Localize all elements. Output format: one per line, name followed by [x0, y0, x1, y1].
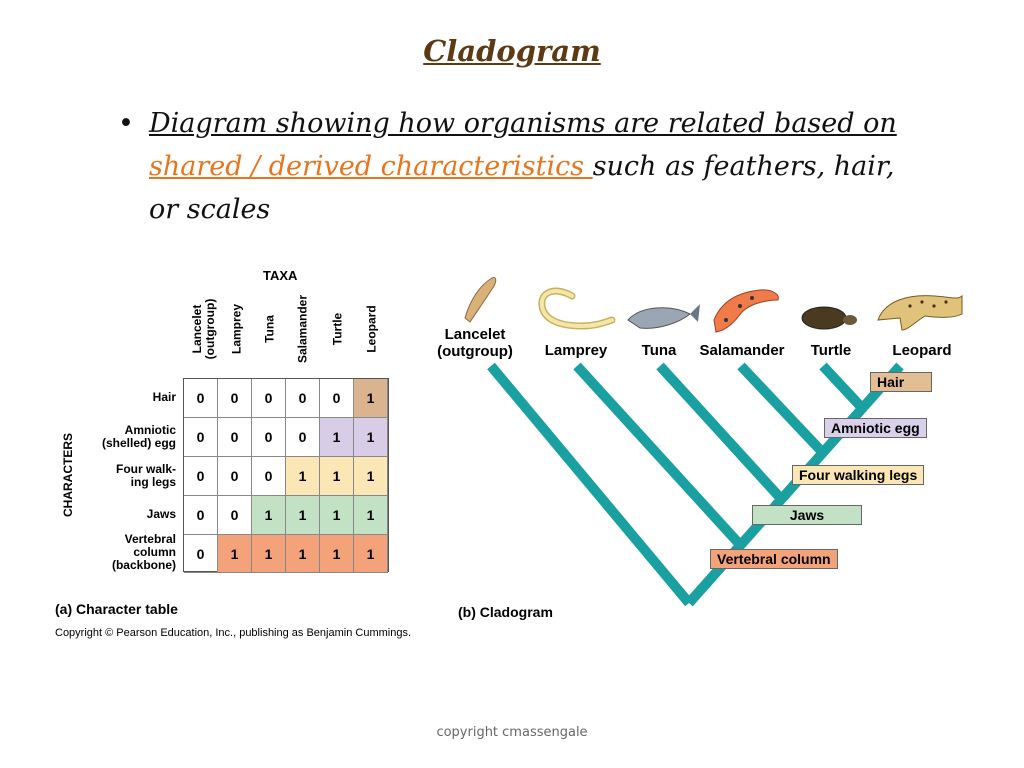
table-taxon-turtle: Turtle [322, 288, 354, 370]
lancelet-icon [464, 277, 497, 323]
salamander-icon [713, 289, 779, 333]
clad-taxon-lancelet: Lancelet(outgroup) [437, 326, 513, 360]
bullet-text-part3: such as feathers, hair, or scales [149, 151, 895, 225]
row-label-jaws: Jaws [70, 495, 176, 534]
row-label-four-legs: Four walk-ing legs [70, 456, 176, 495]
table-cell: 0 [252, 379, 286, 418]
clade-line-salamander [737, 362, 829, 459]
clade-line-lamprey [573, 362, 747, 552]
slide-title: Cladogram [423, 34, 601, 68]
table-cell: 0 [218, 496, 252, 535]
table-cell: 1 [252, 535, 286, 573]
row-label-text: Amniotic(shelled) egg [101, 422, 176, 450]
clade-line-turtle [819, 362, 868, 414]
trait-hair: Hair [870, 372, 932, 392]
clade-line-tuna [656, 362, 788, 506]
table-cell: 0 [184, 535, 218, 573]
table-caption: (a) Character table [55, 601, 178, 617]
table-cell: 0 [184, 379, 218, 418]
table-cell: 0 [218, 379, 252, 418]
trait-jaws: Jaws [752, 505, 862, 525]
clad-taxon-leopard: Leopard [892, 342, 952, 359]
table-taxon-label: Salamander [295, 294, 310, 364]
table-taxon-label: Leopard [364, 305, 379, 353]
bullet-dot: • [118, 108, 134, 139]
trait-four-walking-legs: Four walking legs [792, 465, 925, 485]
row-label-hair: Hair [70, 378, 176, 417]
table-cell: 0 [184, 418, 218, 457]
table-cell: 0 [184, 496, 218, 535]
cladogram-caption: (b) Cladogram [458, 604, 553, 620]
clad-taxon-turtle: Turtle [810, 342, 852, 359]
trait-amniotic-egg: Amniotic egg [824, 418, 927, 438]
clad-taxon-lamprey: Lamprey [544, 342, 608, 359]
table-cell: 1 [354, 418, 388, 457]
taxa-header: TAXA [263, 268, 298, 283]
table-cell: 1 [218, 535, 252, 573]
table-cell: 1 [354, 496, 388, 535]
table-cell: 1 [354, 535, 388, 573]
footer-copyright: copyright cmassengale [436, 725, 588, 740]
table-cell: 0 [320, 379, 354, 418]
table-taxon-label: Tuna [262, 315, 277, 343]
row-label-text: Jaws [146, 507, 176, 521]
row-label-text: Hair [152, 390, 176, 404]
table-cell: 0 [218, 457, 252, 496]
publisher-copyright: Copyright © Pearson Education, Inc., pub… [55, 627, 412, 639]
table-taxon-leopard: Leopard [356, 288, 388, 370]
bullet-text-part1: Diagram showing how organisms are relate… [149, 108, 897, 139]
table-taxon-salamander: Salamander [287, 288, 319, 370]
table-cell: 0 [184, 457, 218, 496]
table-cell: 1 [286, 535, 320, 573]
table-taxon-lancelet: Lancelet(outgroup) [188, 288, 220, 370]
table-cell: 1 [252, 496, 286, 535]
turtle-icon [801, 306, 857, 330]
table-cell: 0 [286, 379, 320, 418]
table-cell: 1 [320, 496, 354, 535]
trait-vertebral-column: Vertebral column [710, 549, 838, 569]
table-cell: 1 [354, 379, 388, 418]
table-cell: 0 [286, 418, 320, 457]
table-cell: 0 [252, 418, 286, 457]
table-cell: 0 [218, 418, 252, 457]
table-cell: 1 [320, 457, 354, 496]
tuna-icon [627, 304, 700, 329]
table-cell: 1 [286, 496, 320, 535]
table-cell: 1 [354, 457, 388, 496]
clade-line-main [487, 362, 693, 607]
row-label-text: Four walk-ing legs [115, 461, 176, 489]
bullet-text: Diagram showing how organisms are relate… [149, 102, 909, 231]
row-label-amniotic-egg: Amniotic(shelled) egg [70, 417, 176, 456]
table-cell: 0 [252, 457, 286, 496]
bullet-highlight: shared / derived characteristics [149, 151, 593, 182]
lamprey-icon [538, 287, 616, 330]
table-taxon-lamprey: Lamprey [221, 288, 253, 370]
leopard-icon [877, 294, 963, 331]
table-cell: 1 [320, 535, 354, 573]
table-cell: 1 [320, 418, 354, 457]
table-cell: 1 [286, 457, 320, 496]
table-taxon-tuna: Tuna [254, 288, 286, 370]
clad-taxon-salamander: Salamander [699, 342, 785, 359]
table-taxon-label: Lamprey [229, 303, 244, 355]
clad-taxon-tuna: Tuna [641, 342, 677, 359]
table-taxon-label: Lancelet(outgroup) [190, 298, 217, 360]
table-taxon-label: Turtle [330, 312, 345, 346]
